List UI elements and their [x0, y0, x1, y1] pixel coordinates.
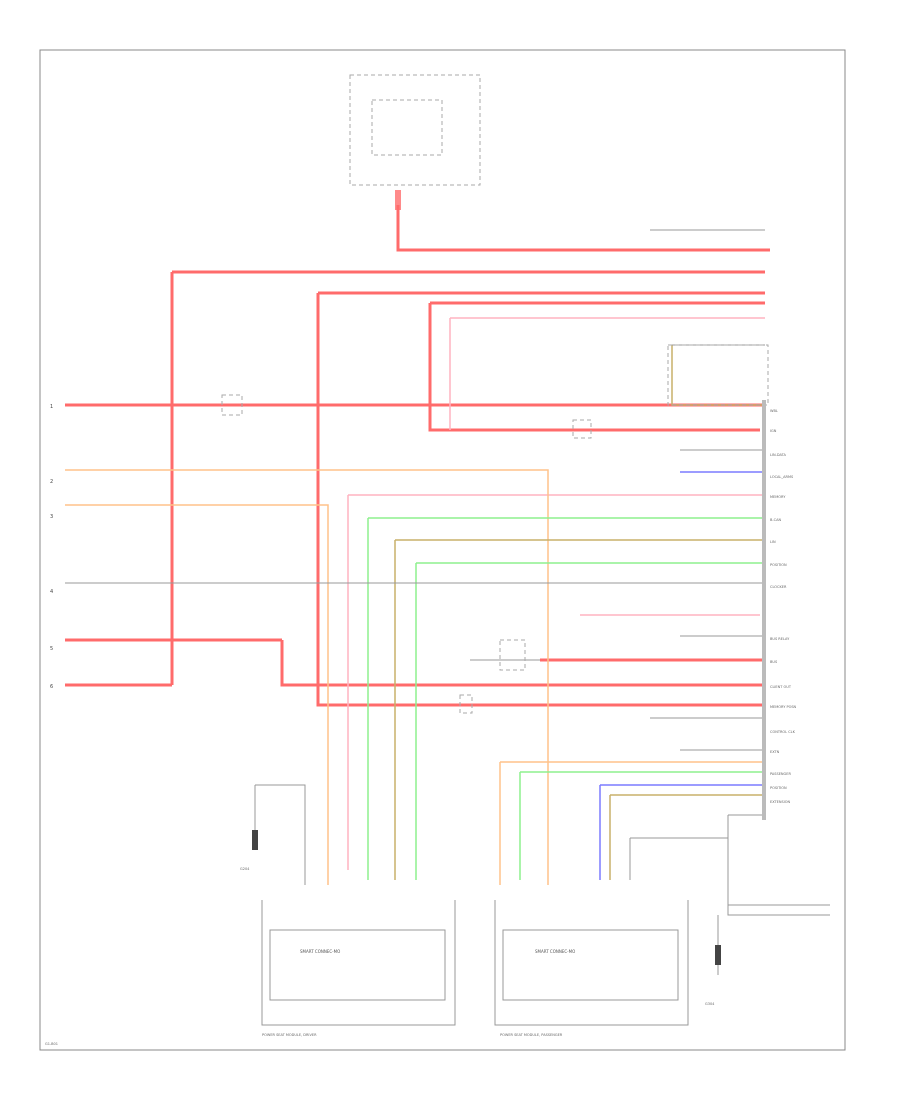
passenger-module-label: POWER SEAT MODULE, PASSENGER [500, 1033, 563, 1037]
diagram-frame [39, 49, 846, 1051]
pink-wires [347, 317, 765, 870]
connectors [221, 344, 769, 714]
pin-label: POSITION [770, 563, 787, 567]
left-label: 1 [50, 404, 53, 410]
pin-label: PASSENGER [770, 772, 791, 776]
blue-wires [599, 471, 765, 880]
passenger-seat-module: SMART CONNEC-MO POWER SEAT MODULE, PASSE… [494, 900, 689, 1037]
left-label: 4 [50, 589, 53, 595]
gray-wires [65, 229, 830, 975]
olive-wires [394, 345, 765, 880]
pin-label: IGN [770, 429, 777, 433]
right-pin-bar [762, 400, 766, 820]
left-label: 2 [50, 479, 53, 485]
ground-left: G204 [240, 830, 258, 871]
driver-seat-module: SMART CONNEC-MO POWER SEAT MODULE, DRIVE… [261, 900, 456, 1037]
pin-label: B-CAN [770, 518, 782, 522]
pin-label: LOCAL_ARMS [770, 475, 794, 479]
pin-label: CLIENT OUT [770, 685, 792, 689]
driver-module-top-label: SMART CONNEC-MO [300, 949, 340, 954]
pin-label: POSITION [770, 786, 787, 790]
orange-wires [65, 469, 765, 885]
ground-right: G304 [705, 945, 721, 1006]
left-label: 6 [50, 684, 53, 690]
corner-label: G1-B01 [45, 1042, 58, 1046]
pin-label: LIN [770, 540, 776, 544]
ground-right-label: G304 [705, 1002, 715, 1006]
pin-label: MEMORY [770, 495, 786, 499]
green-wires [367, 517, 765, 880]
red-wires [65, 205, 770, 707]
left-side-labels: 1 2 3 4 5 6 [50, 404, 53, 690]
pin-label: CLOCKER [770, 585, 787, 589]
pin-label: EXTENSION [770, 800, 791, 804]
pin-label: BUS RELAY [770, 637, 790, 641]
left-label: 3 [50, 514, 53, 520]
passenger-module-top-label: SMART CONNEC-MO [535, 949, 575, 954]
pin-label: WBL [770, 409, 778, 413]
pin-label: LIN-DATA [770, 453, 786, 457]
ground-left-label: G204 [240, 867, 250, 871]
pin-label: EXTN [770, 750, 780, 754]
pin-label: BUS [770, 660, 778, 664]
right-pin-labels: WBL IGN LIN-DATA LOCAL_ARMS MEMORY B-CAN… [770, 409, 797, 804]
driver-module-label: POWER SEAT MODULE, DRIVER [262, 1033, 317, 1037]
pin-label: MEMORY POSN [770, 705, 797, 709]
pin-label: CONTROL CLK [770, 730, 796, 734]
junction-box-top [349, 74, 481, 210]
left-label: 5 [50, 646, 53, 652]
